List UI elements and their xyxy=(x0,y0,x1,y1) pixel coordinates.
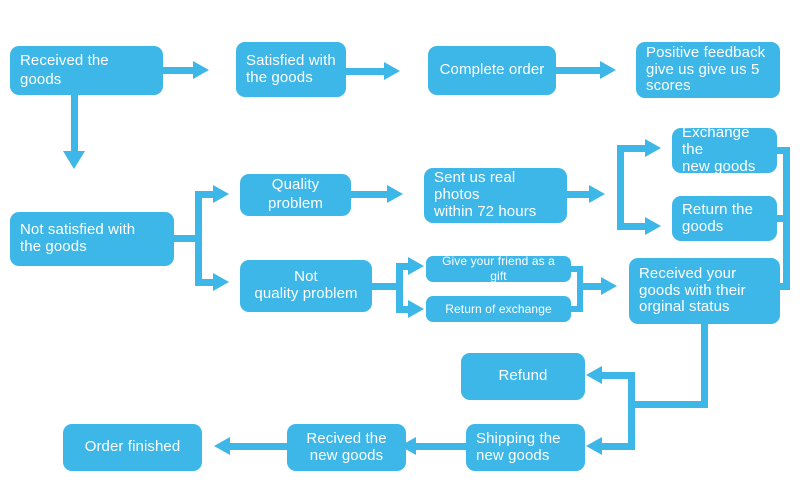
edge-satisfied-to-complete-line xyxy=(346,68,386,75)
node-order-finished[interactable]: Order finished xyxy=(63,424,202,471)
edge-notquality-to-gift-line xyxy=(396,263,412,270)
edge-recived-to-finished-arrow xyxy=(214,437,230,455)
edge-photos-stem xyxy=(567,191,593,198)
edge-satisfied-to-complete-arrow xyxy=(384,62,400,80)
node-quality-problem[interactable]: Quality problem xyxy=(240,174,351,216)
node-positive-feedback[interactable]: Positive feedback give us give us 5 scor… xyxy=(636,42,780,98)
edge-recived-to-finished-line xyxy=(230,443,287,450)
node-refund[interactable]: Refund xyxy=(461,353,585,400)
edge-received-to-satisfied-arrow xyxy=(193,61,209,79)
edge-notquality-to-exchange-line xyxy=(396,306,412,313)
edge-notquality-to-exchange-arrow xyxy=(408,300,424,318)
edge-to-refund-line xyxy=(602,372,632,379)
edge-received-left-line xyxy=(628,401,708,408)
edge-received-to-notsatisfied-arrow xyxy=(63,151,85,169)
edge-notquality-to-gift-arrow xyxy=(408,257,424,275)
edge-notsatisfied-stem xyxy=(174,235,202,242)
node-return-of-exchange[interactable]: Return of exchange xyxy=(426,296,571,322)
edge-photos-stem-arrow xyxy=(589,185,605,203)
edge-refund-shipping-bus xyxy=(628,372,635,450)
edge-complete-to-feedback-arrow xyxy=(600,61,616,79)
edge-photos-to-return-arrow xyxy=(645,217,661,235)
edge-notsatisfied-to-notquality-arrow xyxy=(213,273,229,291)
edge-to-shipping-line xyxy=(602,443,632,450)
edge-received-to-satisfied-line xyxy=(163,67,195,74)
edge-to-refund-arrow xyxy=(586,366,602,384)
edge-right-bus xyxy=(783,147,790,290)
edge-received-to-notsatisfied-line xyxy=(71,95,78,155)
edge-gift-merge-to-received-line xyxy=(577,283,604,290)
edge-right-bus-to-received xyxy=(777,283,790,290)
node-complete-order[interactable]: Complete order xyxy=(428,46,556,95)
edge-to-shipping-arrow xyxy=(586,437,602,455)
edge-complete-to-feedback-line xyxy=(556,67,602,74)
node-received-your-goods-orginal-status[interactable]: Received your goods with their orginal s… xyxy=(629,258,780,324)
node-received-the-goods[interactable]: Received the goods xyxy=(10,46,163,95)
edge-notsatisfied-to-quality-arrow xyxy=(213,185,229,203)
edge-photos-to-exchange-line xyxy=(617,145,649,152)
edge-shipping-to-recived-line xyxy=(416,443,466,450)
edge-photos-to-return-line xyxy=(617,223,649,230)
edge-photos-to-exchange-arrow xyxy=(645,139,661,157)
edge-notquality-stem xyxy=(372,283,400,290)
edge-notsatisfied-bus xyxy=(195,191,202,286)
node-give-your-friend-as-a-gift[interactable]: Give your friend as a gift xyxy=(426,254,571,283)
edge-gift-merge-to-received-arrow xyxy=(601,277,617,295)
edge-received-down-line xyxy=(701,324,708,408)
edge-quality-to-photos-arrow xyxy=(387,185,403,203)
edge-quality-to-photos-line xyxy=(351,191,389,198)
edge-photos-bus xyxy=(617,145,624,230)
edge-notsatisfied-to-quality-line xyxy=(195,191,217,198)
edge-notsatisfied-to-notquality-line xyxy=(195,279,217,286)
edge-notquality-bus xyxy=(396,263,403,313)
